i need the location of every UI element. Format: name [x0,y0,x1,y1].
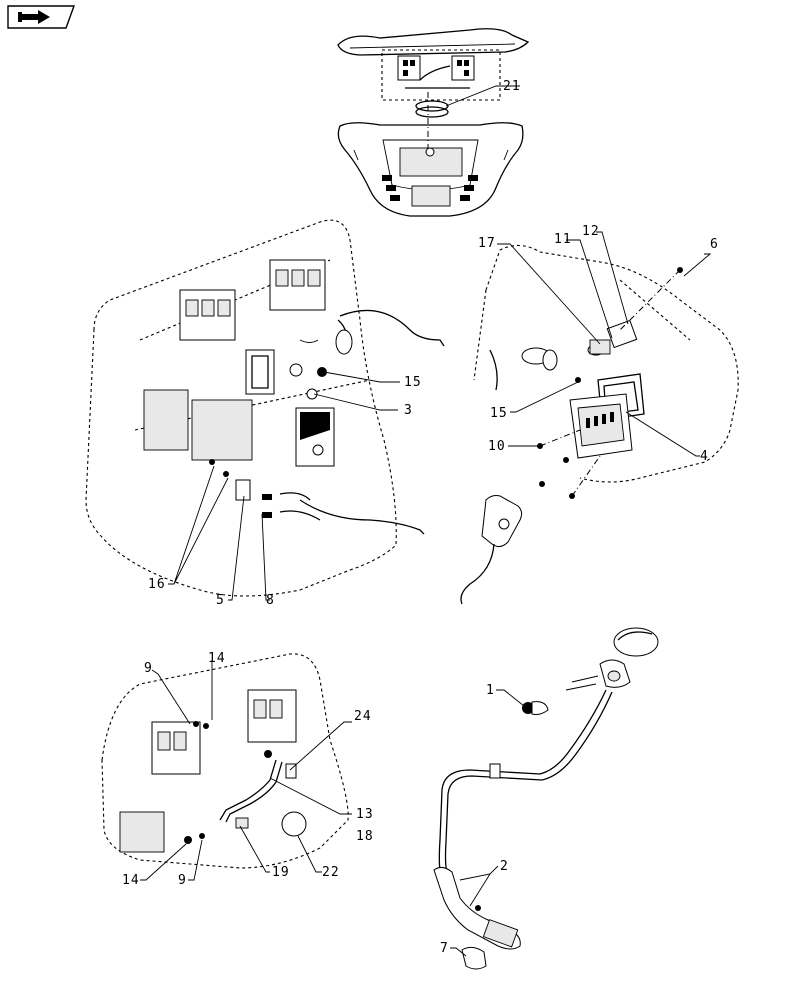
callout-9-upper: 9 [144,661,153,676]
next-page-button[interactable] [6,4,76,30]
callout-4: 4 [700,449,709,464]
callout-10: 10 [488,439,506,454]
callout-15-right: 15 [490,406,508,421]
callout-2: 2 [500,859,509,874]
callout-14-upper: 14 [208,651,226,666]
callout-labels: 21 17 11 12 6 15 3 15 10 4 16 5 8 9 14 2… [122,79,719,956]
callout-21: 21 [503,79,521,94]
leader-lines [140,85,712,957]
callout-17: 17 [478,236,496,251]
module-mounting-view [460,244,739,605]
callout-9-lower: 9 [178,873,187,888]
callout-22: 22 [322,865,340,880]
callout-14-lower: 14 [122,873,140,888]
callout-16: 16 [148,577,166,592]
callout-1: 1 [486,683,495,698]
callout-8: 8 [266,593,275,608]
callout-12: 12 [582,224,600,239]
callout-24: 24 [354,709,372,724]
rear-panel-wiring-view [101,653,349,869]
callout-13: 13 [356,807,374,822]
callout-7: 7 [440,941,449,956]
cab-rear-panel-view [85,219,445,597]
callout-19: 19 [272,865,290,880]
callout-18: 18 [356,829,374,844]
callout-3: 3 [404,403,413,418]
roof-console-view [337,28,530,217]
callout-6: 6 [710,237,719,252]
callout-15-upper: 15 [404,375,422,390]
next-page-arrow-icon [7,5,75,29]
callout-11: 11 [554,232,572,247]
harness-view [433,627,659,970]
callout-5: 5 [216,593,225,608]
